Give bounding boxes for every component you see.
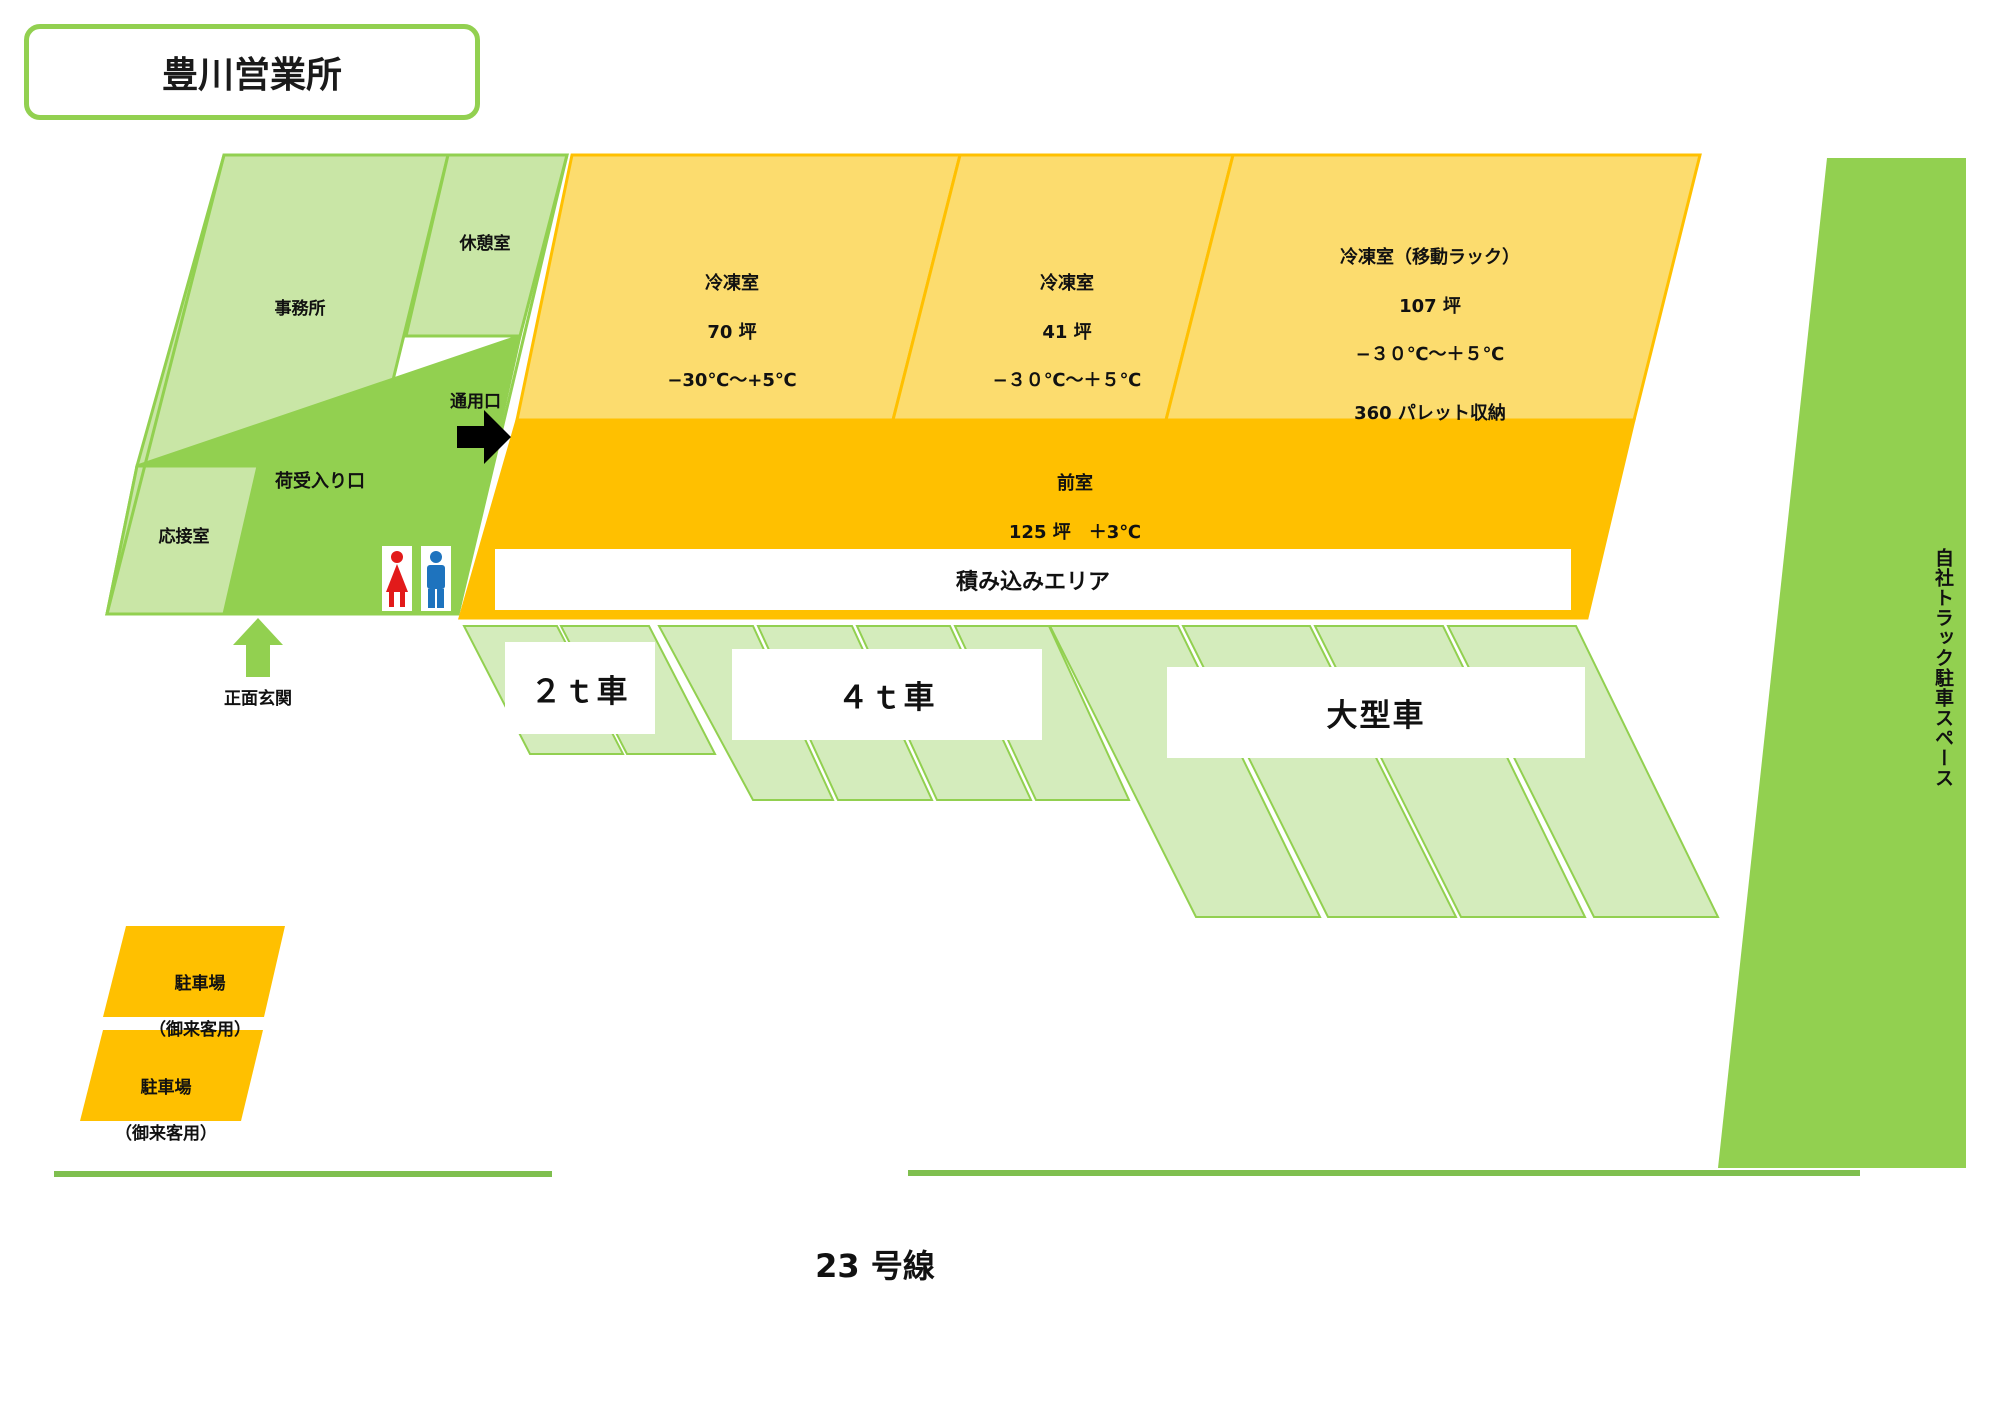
truck-bay-4t-label: ４ｔ車 <box>732 649 1042 740</box>
service-door-label: 通用口 <box>450 392 501 412</box>
freezer-2-area: 41 坪 <box>1042 321 1092 343</box>
company-truck-parking-label: 自社トラック駐車スペース <box>1932 548 1954 788</box>
office-label: 事務所 <box>274 299 326 319</box>
guest-parking-2-label: 駐車場 （御来客用） <box>96 1054 236 1169</box>
male-restroom-icon <box>427 551 445 608</box>
truck-bay-2t-label: ２ｔ車 <box>505 642 655 734</box>
freezer-1-area: 70 坪 <box>707 321 757 343</box>
anteroom-name: 前室 <box>1057 473 1093 495</box>
service-door-arrow-icon <box>457 410 511 464</box>
truck-bay-large-1 <box>1048 625 1322 918</box>
guest-parking-2-line2: （御来客用） <box>115 1123 217 1144</box>
freezer-3-temp: −３０℃〜＋５℃ <box>1355 344 1505 366</box>
anteroom-spec: 125 坪 ＋3℃ <box>1008 521 1142 543</box>
front-entrance-label: 正面玄関 <box>224 689 292 709</box>
freezer-1-label: 冷凍室 70 坪 −30℃〜+5℃ <box>632 248 832 418</box>
anteroom-label: 前室 125 坪 ＋3℃ <box>960 448 1190 569</box>
freezer-3-label: 冷凍室（移動ラック） 107 坪 −３０℃〜＋５℃ 360 パレット収納 <box>1290 222 1570 451</box>
freezer-2-temp: −３０℃〜＋５℃ <box>992 370 1142 392</box>
guest-parking-2-block <box>80 1030 263 1121</box>
company-truck-parking-strip <box>1718 158 1966 1168</box>
guest-parking-2-line1: 駐車場 <box>140 1077 192 1098</box>
guest-parking-1-line2: （御来客用） <box>149 1019 251 1040</box>
road-label: 23 号線 <box>815 1247 935 1285</box>
truck-bay-large-label: 大型車 <box>1167 667 1585 758</box>
freezer-3-name: 冷凍室（移動ラック） <box>1340 247 1520 269</box>
freezer-1-temp: −30℃〜+5℃ <box>667 370 797 392</box>
rest-room-label: 休憩室 <box>459 234 511 254</box>
office-outline <box>105 153 569 616</box>
road-line-right <box>908 1170 1860 1176</box>
freezer-2-name: 冷凍室 <box>1040 273 1094 295</box>
freezer-1-name: 冷凍室 <box>705 273 759 295</box>
road-line-left <box>54 1171 552 1177</box>
guest-parking-1-line1: 駐車場 <box>174 973 226 994</box>
freezer-2-label: 冷凍室 41 坪 −３０℃〜＋５℃ <box>962 248 1172 418</box>
receiving-entrance-label: 荷受入り口 <box>275 471 365 492</box>
guest-parking-1-label: 駐車場 （御来客用） <box>130 950 270 1065</box>
page-title: 豊川営業所 <box>24 24 480 120</box>
guest-parking-1-block <box>103 926 285 1017</box>
loading-area-label: 積み込みエリア <box>495 549 1571 610</box>
freezer-3-area: 107 坪 <box>1399 295 1461 317</box>
freezer-3-note: 360 パレット収納 <box>1354 403 1506 425</box>
reception-room-label: 応接室 <box>158 527 210 547</box>
female-restroom-icon <box>386 551 408 607</box>
front-entrance-arrow-icon <box>233 618 283 677</box>
